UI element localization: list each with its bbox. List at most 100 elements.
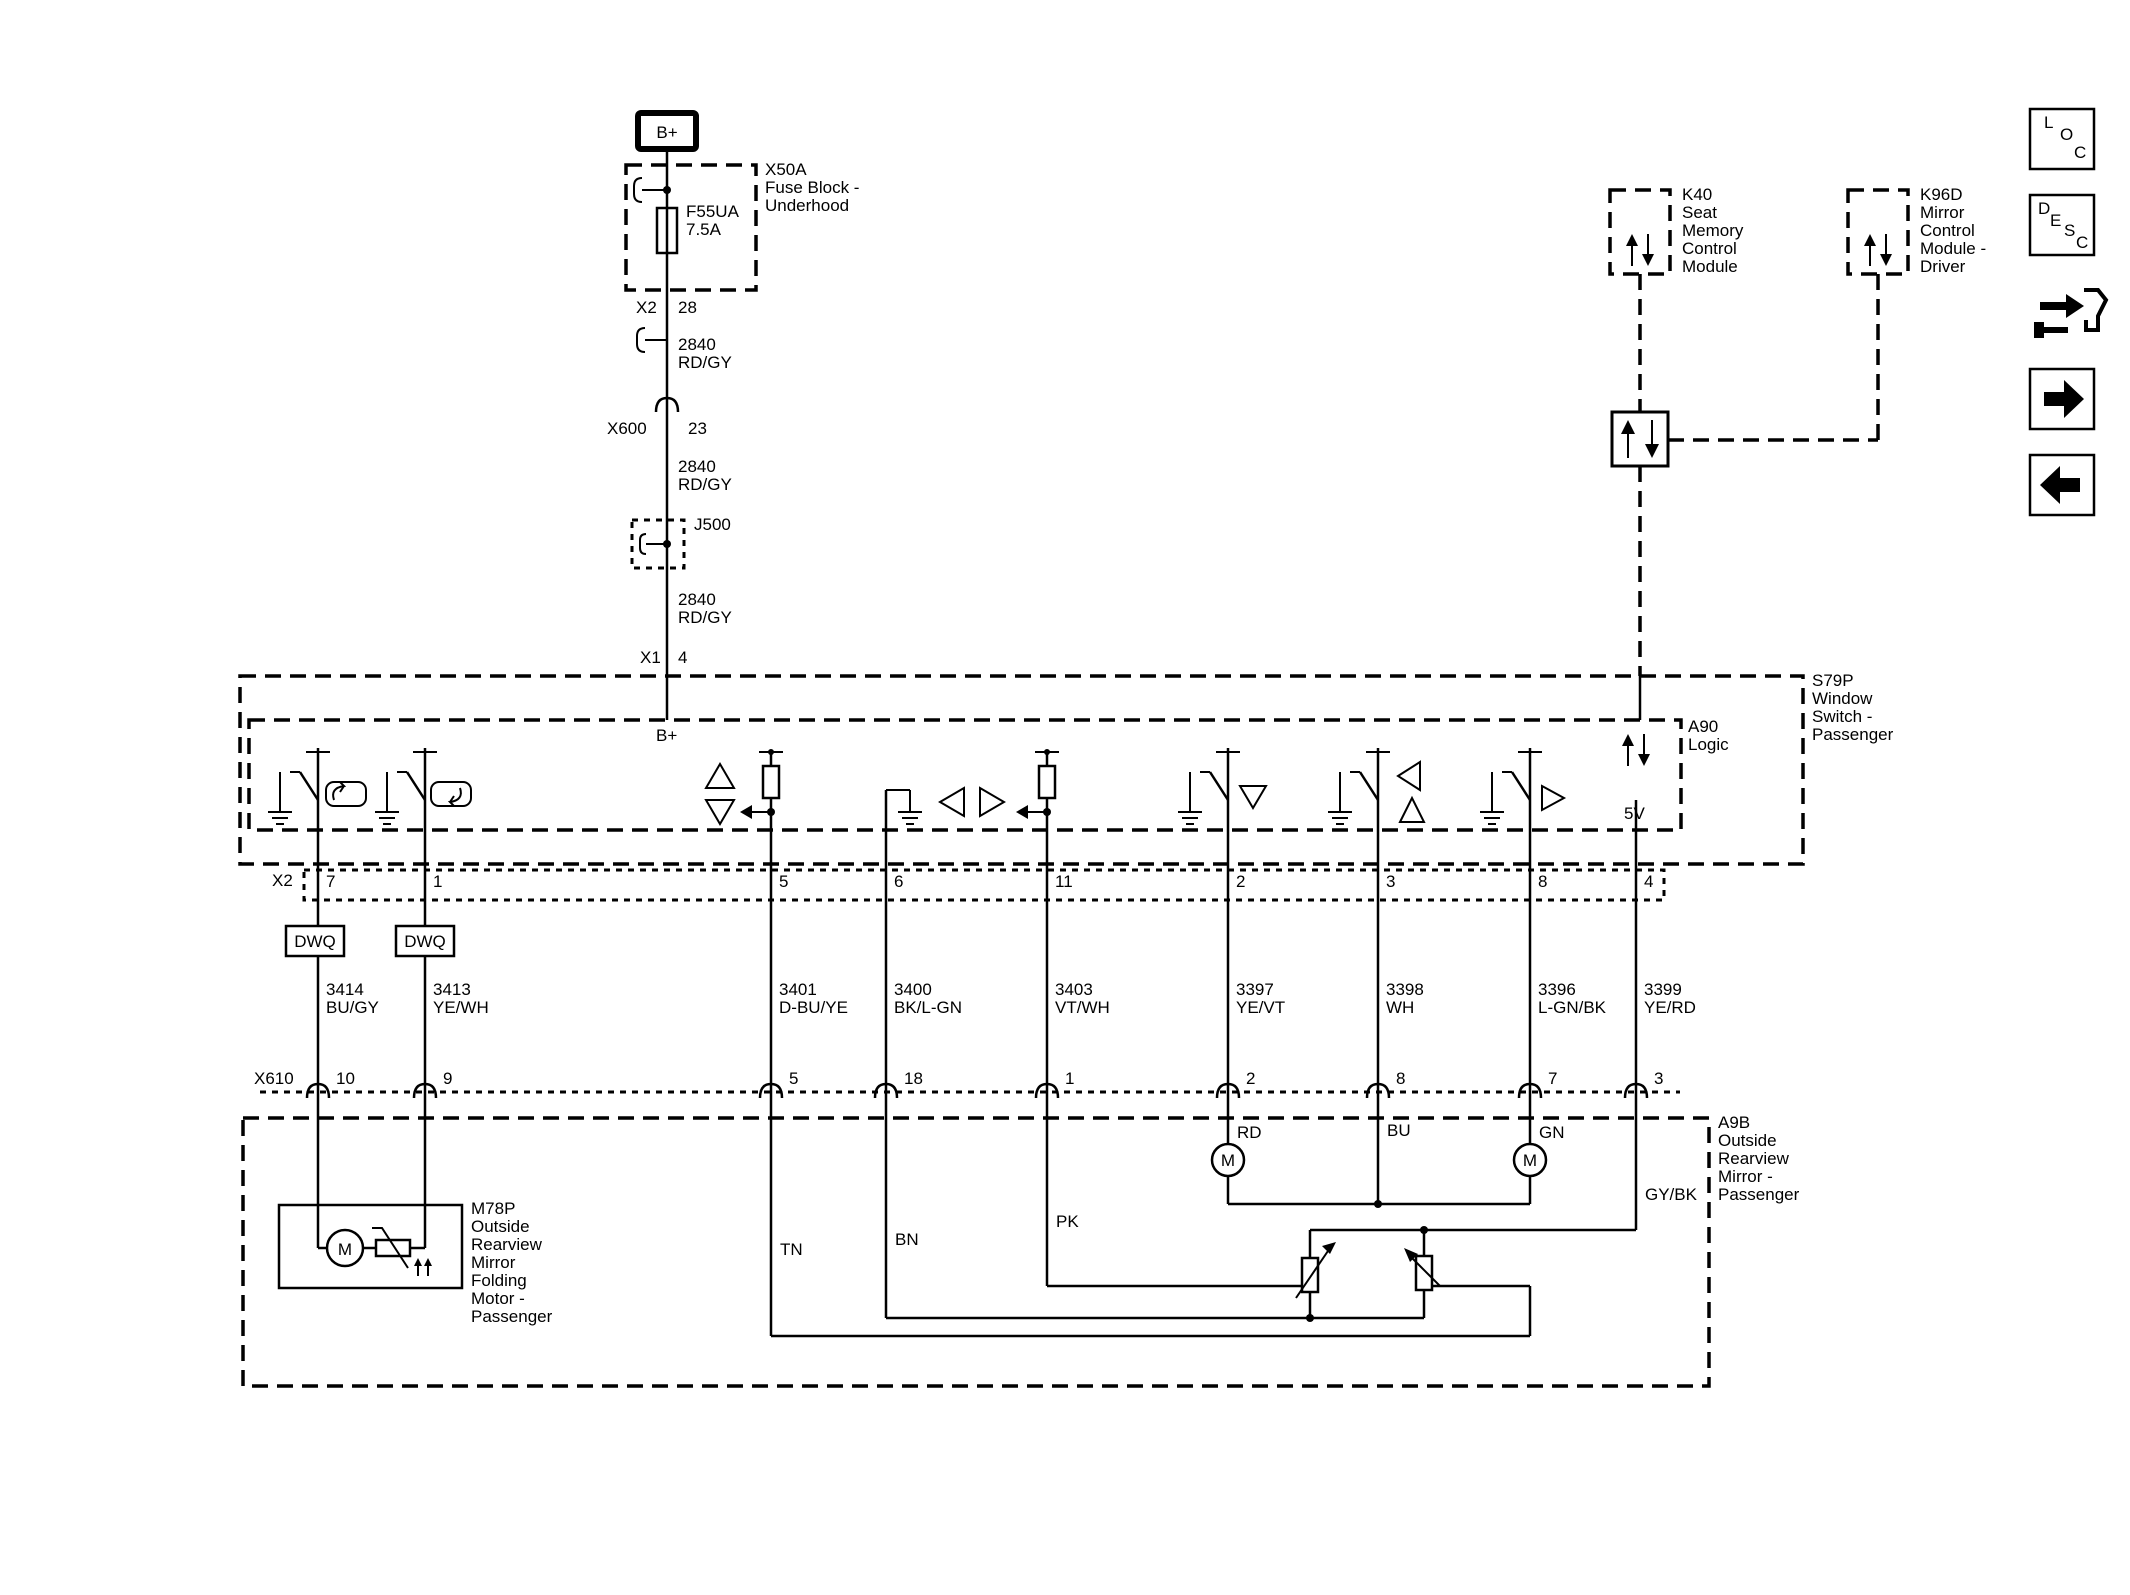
circuit-2-top-pin: 1	[433, 872, 442, 891]
desc-letter-d: D	[2038, 199, 2050, 218]
switch-contact-right	[1480, 748, 1567, 825]
switch-contact-down	[1178, 748, 1268, 825]
circuit-6-top-pin: 2	[1236, 872, 1245, 891]
k40-name-1: Seat	[1682, 203, 1717, 222]
k40-data-arrows-icon	[1626, 234, 1654, 266]
mirror-motor-1-icon: M	[1210, 1142, 1246, 1178]
mirror-motor-2-m: M	[1523, 1151, 1537, 1170]
switch-contact-fold-2	[375, 748, 472, 825]
circuit-7-bottom-pin: 8	[1396, 1069, 1405, 1088]
left-right-select-ground	[886, 786, 1006, 825]
harness-color-tn: TN	[780, 1240, 803, 1259]
circuit-4-color: BK/L-GN	[894, 998, 962, 1017]
circuit-6-bottom-pin: 2	[1246, 1069, 1255, 1088]
harness-color-rd: RD	[1237, 1123, 1262, 1142]
conn-x600-pin: 23	[688, 419, 707, 438]
loc-letter-c: C	[2074, 143, 2086, 162]
logic-name: Logic	[1688, 735, 1729, 754]
folding-motor-ref: M78P	[471, 1199, 515, 1218]
circuit-7-color: WH	[1386, 998, 1414, 1017]
harness-color-bn: BN	[895, 1230, 919, 1249]
harness-color-pk: PK	[1056, 1212, 1079, 1231]
connector-x2-bottom-outline	[302, 868, 1666, 902]
circuit-4-top-pin: 6	[894, 872, 903, 891]
logic-5v-label: 5V	[1624, 804, 1645, 823]
x610-cavities	[305, 1082, 1649, 1099]
serial-data-lines	[1638, 274, 1880, 720]
dwq-label-1: DWQ	[294, 932, 336, 951]
circuit-9-number: 3399	[1644, 980, 1682, 999]
circuit-8-top-pin: 8	[1538, 872, 1547, 891]
splice-ref: J500	[694, 515, 731, 534]
k40-name-4: Module	[1682, 257, 1738, 276]
circuit-wires	[316, 790, 1638, 1336]
loc-button[interactable]: L O C	[2028, 107, 2096, 171]
fuse-block-outline	[624, 163, 758, 292]
connector-x2-terminal-icon	[636, 327, 667, 353]
folding-motor-name-3: Mirror	[471, 1253, 516, 1272]
circuit-2-bottom-pin: 9	[443, 1069, 452, 1088]
wire-2840-color-3: RD/GY	[678, 608, 732, 627]
mirror-outline	[241, 1116, 1711, 1388]
circuit-3-color: D-BU/YE	[779, 998, 848, 1017]
k96d-data-arrows-icon	[1864, 234, 1892, 266]
circuit-labels: 7 1 5 6 11 2 3 8 4 3414 BU/GY 3413 YE/WH…	[326, 872, 1698, 1259]
circuit-3-number: 3401	[779, 980, 817, 999]
harness-color-gn: GN	[1539, 1123, 1565, 1142]
k40-name-3: Control	[1682, 239, 1737, 258]
dwq-label-2: DWQ	[404, 932, 446, 951]
wire-2840-color-1: RD/GY	[678, 353, 732, 372]
mirror-name-2: Rearview	[1718, 1149, 1790, 1168]
circuit-1-color: BU/GY	[326, 998, 379, 1017]
loc-icon	[2028, 107, 2096, 171]
switch-contact-fold-1	[268, 748, 367, 825]
splice-j500-outline	[630, 518, 686, 570]
mirror-motor-2-icon: M	[1512, 1142, 1548, 1178]
fuse-block-ref: X50A	[765, 160, 807, 179]
connector-x600-icon	[654, 396, 680, 413]
circuit-3-bottom-pin: 5	[789, 1069, 798, 1088]
circuit-8-color: L-GN/BK	[1538, 998, 1607, 1017]
k40-name-2: Memory	[1682, 221, 1744, 240]
circuit-7-number: 3398	[1386, 980, 1424, 999]
loc-letter-o: O	[2060, 125, 2073, 144]
wire-2840-circuit-3: 2840	[678, 590, 716, 609]
desc-button[interactable]: D E S C	[2028, 193, 2096, 257]
folding-motor-m: M	[338, 1240, 352, 1259]
circuit-9-top-pin: 4	[1644, 872, 1653, 891]
fuse-block-terminal-icon	[633, 177, 667, 203]
circuit-9-bottom-pin: 3	[1654, 1069, 1663, 1088]
k96d-ref: K96D	[1920, 185, 1963, 204]
circuit-5-number: 3403	[1055, 980, 1093, 999]
circuit-5-color: VT/WH	[1055, 998, 1110, 1017]
next-page-button[interactable]	[2028, 367, 2096, 431]
connector-view-button[interactable]	[2034, 288, 2109, 338]
battery-positive-terminal: B+	[635, 110, 699, 152]
conn-x1-pin: 4	[678, 648, 687, 667]
fuse-ref: F55UA	[686, 202, 740, 221]
vertical-select-resistor	[704, 749, 783, 826]
circuit-8-bottom-pin: 7	[1548, 1069, 1557, 1088]
switch-ref: S79P	[1812, 671, 1854, 690]
folding-motor-name-5: Motor -	[471, 1289, 525, 1308]
folding-motor-name-1: Outside	[471, 1217, 530, 1236]
folding-motor-box	[277, 1203, 464, 1290]
circuit-8-number: 3396	[1538, 980, 1576, 999]
dwq-box-1: DWQ	[284, 924, 346, 958]
folding-motor-icon: M	[325, 1228, 365, 1268]
wire-2840-color-2: RD/GY	[678, 475, 732, 494]
circuit-1-number: 3414	[326, 980, 364, 999]
folding-motor-name-6: Passenger	[471, 1307, 553, 1326]
k96d-name-3: Module -	[1920, 239, 1986, 258]
mirror-motor-1-m: M	[1221, 1151, 1235, 1170]
k40-outline	[1608, 188, 1672, 276]
switch-name-2: Switch -	[1812, 707, 1872, 726]
wire-2840-circuit-1: 2840	[678, 335, 716, 354]
harness-color-bu: BU	[1387, 1121, 1411, 1140]
previous-page-button[interactable]	[2028, 453, 2096, 517]
switch-name-1: Window	[1812, 689, 1873, 708]
conn-x2-top-label: X2	[636, 298, 657, 317]
switch-contact-left-up	[1328, 748, 1426, 825]
dwq-box-2: DWQ	[394, 924, 456, 958]
